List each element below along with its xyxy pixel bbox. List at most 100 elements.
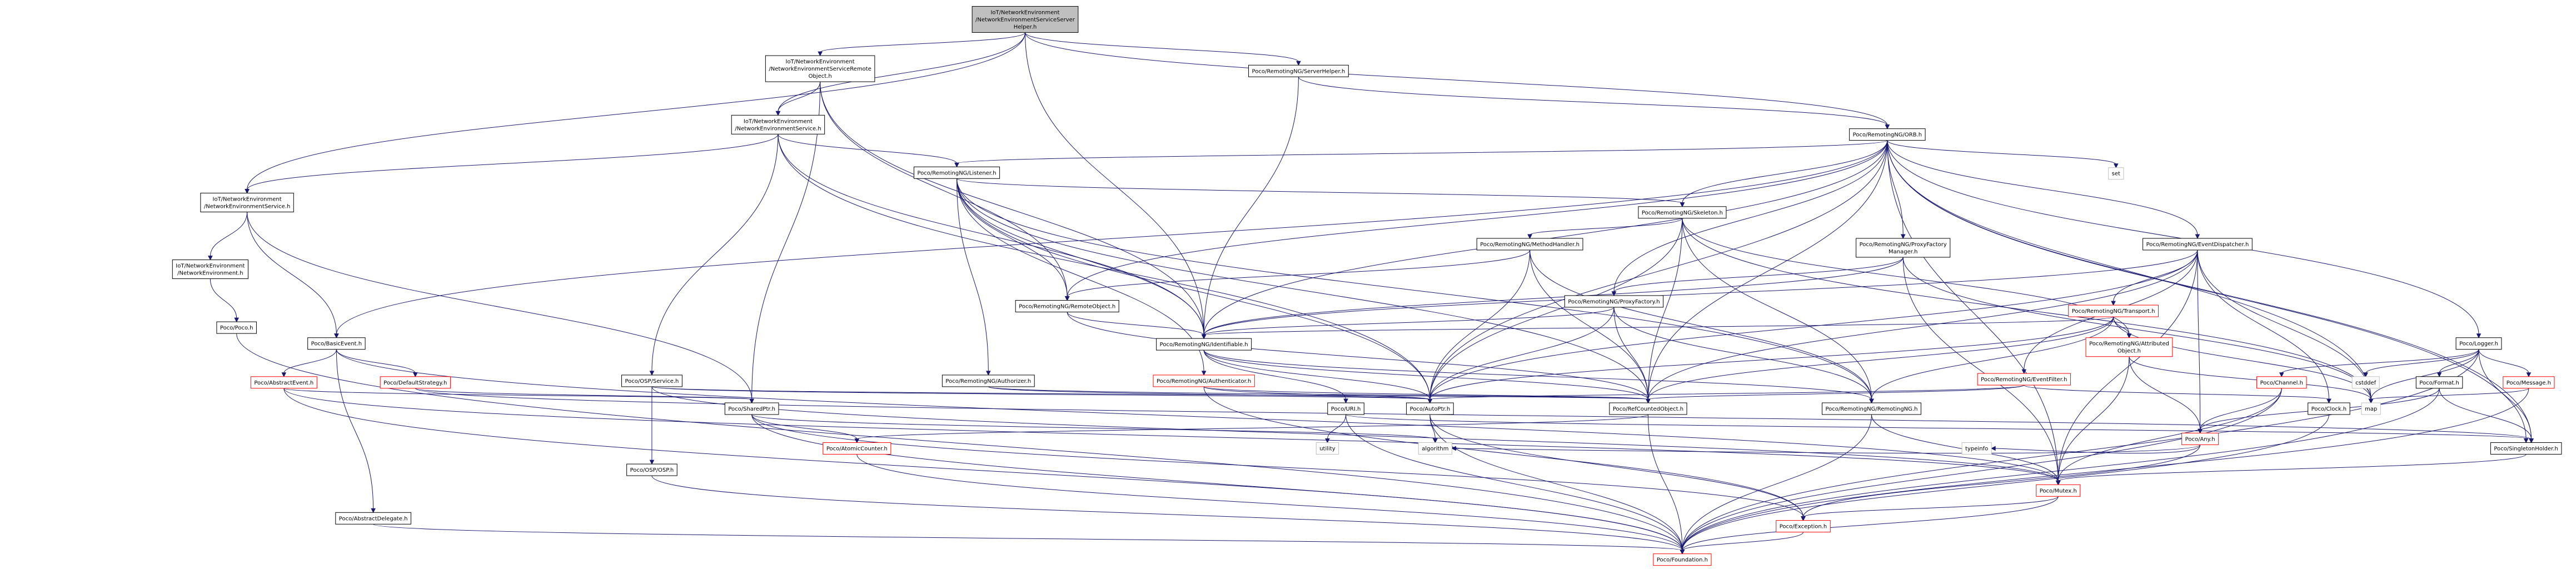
edge-authenticator-to-refcounted xyxy=(1203,386,1648,400)
edge-transport-to-attributed xyxy=(2113,317,2130,335)
edge-eventdispatcher-to-mutex xyxy=(2057,249,2198,482)
node-sharedptr[interactable]: Poco/SharedPtr.h xyxy=(724,402,779,415)
node-transport[interactable]: Poco/RemotingNG/Transport.h xyxy=(2068,305,2159,317)
node-refcounted[interactable]: Poco/RefCountedObject.h xyxy=(1609,402,1687,415)
edge-arrowhead xyxy=(334,333,339,338)
node-message[interactable]: Poco/Message.h xyxy=(2503,376,2555,389)
edge-orb-to-autoptr xyxy=(1429,140,1888,400)
edge-arrowhead xyxy=(818,51,823,57)
node-ne[interactable]: IoT/NetworkEnvironment/NetworkEnvironmen… xyxy=(172,259,248,279)
node-box xyxy=(2415,376,2463,389)
node-label: algorithm xyxy=(1422,446,1448,452)
node-basicevent[interactable]: Poco/BasicEvent.h xyxy=(307,337,366,350)
node-skeleton[interactable]: Poco/RemotingNG/Skeleton.h xyxy=(1638,206,1727,219)
node-eventdispatcher[interactable]: Poco/RemotingNG/EventDispatcher.h xyxy=(2142,238,2253,251)
node-set[interactable]: set xyxy=(2108,167,2124,180)
node-cstddef[interactable]: cstddef xyxy=(2351,376,2380,389)
edge-arrowhead xyxy=(1991,446,1996,451)
node-eventfilter[interactable]: Poco/RemotingNG/EventFilter.h xyxy=(1977,373,2071,386)
edge-root-to-remoteobj xyxy=(820,32,1026,53)
node-methodhandler[interactable]: Poco/RemotingNG/MethodHandler.h xyxy=(1476,238,1583,251)
edge-arrowhead xyxy=(2279,372,2284,377)
edge-orb-to-eventdispatcher xyxy=(1887,140,2198,235)
node-serverhelper[interactable]: Poco/RemotingNG/ServerHelper.h xyxy=(1248,64,1349,77)
edge-arrowhead xyxy=(2114,163,2119,168)
node-uri[interactable]: Poco/URI.h xyxy=(1327,402,1364,415)
node-osp[interactable]: Poco/OSP/OSP.h xyxy=(626,463,677,476)
edge-arrowhead xyxy=(986,371,991,376)
node-utility[interactable]: utility xyxy=(1316,442,1339,455)
edge-defaultstrategy-to-sharedptr xyxy=(415,388,753,400)
node-box xyxy=(335,512,411,525)
node-box xyxy=(2085,337,2173,357)
node-nes[interactable]: IoT/NetworkEnvironment/NetworkEnvironmen… xyxy=(200,192,294,212)
edge-channel-to-mutex xyxy=(2057,388,2282,482)
node-label: IoT/NetworkEnvironment xyxy=(990,9,1059,16)
edge-logger-to-format xyxy=(2439,349,2479,373)
node-algorithm[interactable]: algorithm xyxy=(1418,442,1452,455)
edge-arrowhead xyxy=(371,508,376,513)
node-any[interactable]: Poco/Any.h xyxy=(2181,432,2219,445)
node-remoteobj[interactable]: IoT/NetworkEnvironment/NetworkEnvironmen… xyxy=(765,55,875,82)
node-map[interactable]: map xyxy=(2361,402,2381,415)
node-foundation[interactable]: Poco/Foundation.h xyxy=(1653,553,1712,566)
node-orb[interactable]: Poco/RemotingNG/ORB.h xyxy=(1849,128,1926,141)
edge-serverhelper-to-identifiable xyxy=(1203,77,1299,336)
node-authorizer[interactable]: Poco/RemotingNG/Authorizer.h xyxy=(941,375,1035,387)
edge-arrowhead xyxy=(412,372,418,377)
node-label: Poco/Mutex.h xyxy=(2040,488,2077,494)
node-servicepre[interactable]: IoT/NetworkEnvironment/NetworkEnvironmen… xyxy=(731,114,825,134)
node-label: Poco/Exception.h xyxy=(1780,524,1827,530)
node-autoptr[interactable]: Poco/AutoPtr.h xyxy=(1406,402,1454,415)
node-label: Poco/RemotingNG/ServerHelper.h xyxy=(1252,68,1346,74)
edge-message-to-map xyxy=(2370,388,2529,400)
node-label: Poco/RemotingNG/ORB.h xyxy=(1853,132,1922,138)
edge-arrowhead xyxy=(281,372,287,377)
edge-listener-to-authorizer xyxy=(956,178,989,372)
node-osgiservice[interactable]: Poco/OSP/Service.h xyxy=(621,375,682,387)
edge-arrowhead xyxy=(2523,438,2529,443)
node-defaultstrategy[interactable]: Poco/DefaultStrategy.h xyxy=(380,376,451,389)
edge-singleton-to-mutex xyxy=(2057,454,2527,482)
edge-skeleton-to-autoptr xyxy=(1429,218,1683,400)
node-logger[interactable]: Poco/Logger.h xyxy=(2455,337,2502,350)
node-abstractdelegate[interactable]: Poco/AbstractDelegate.h xyxy=(335,512,411,525)
edge-orb-to-map xyxy=(1887,140,2371,400)
node-label: Object.h xyxy=(809,73,832,79)
node-label: Poco/AbstractEvent.h xyxy=(254,380,313,386)
node-channel[interactable]: Poco/Channel.h xyxy=(2256,376,2307,389)
node-typeinfo[interactable]: typeinfo xyxy=(1961,442,1992,455)
node-remoteobject[interactable]: Poco/RemotingNG/RemoteObject.h xyxy=(1015,300,1119,313)
edge-logger-to-cstddef xyxy=(2365,349,2479,374)
node-root[interactable]: IoT/NetworkEnvironment/NetworkEnvironmen… xyxy=(971,6,1079,33)
node-label: Poco/Logger.h xyxy=(2459,341,2498,347)
node-exception[interactable]: Poco/Exception.h xyxy=(1776,520,1831,533)
node-abstractevent[interactable]: Poco/AbstractEvent.h xyxy=(250,376,317,389)
node-remotingng[interactable]: Poco/RemotingNG/RemotingNG.h xyxy=(1822,402,1921,415)
node-label: Poco/Channel.h xyxy=(2260,380,2303,386)
node-box xyxy=(765,55,875,82)
node-poco[interactable]: Poco/Poco.h xyxy=(216,321,257,334)
node-mutex[interactable]: Poco/Mutex.h xyxy=(2036,484,2081,497)
node-singleton[interactable]: Poco/SingletonHolder.h xyxy=(2490,442,2562,455)
node-box xyxy=(1316,442,1339,455)
node-proxyfactory[interactable]: Poco/RemotingNG/ProxyFactory.h xyxy=(1564,295,1664,308)
edge-authorizer-to-refcounted xyxy=(988,386,1648,400)
node-label: Poco/AutoPtr.h xyxy=(1410,406,1451,412)
edge-orb-to-listener xyxy=(956,140,1888,164)
node-clock[interactable]: Poco/Clock.h xyxy=(2308,402,2350,415)
node-format[interactable]: Poco/Format.h xyxy=(2415,376,2463,389)
node-identifiable[interactable]: Poco/RemotingNG/Identifiable.h xyxy=(1156,338,1252,351)
node-authenticator[interactable]: Poco/RemotingNG/Authenticator.h xyxy=(1153,375,1255,387)
node-box xyxy=(172,259,248,279)
edge-sharedptr-to-exception xyxy=(751,414,1803,517)
node-atomiccounter[interactable]: Poco/AtomicCounter.h xyxy=(823,442,891,455)
edge-osgiservice-to-refcounted xyxy=(651,386,1648,400)
edge-proxyfactory-to-remotingng xyxy=(1613,307,1872,400)
node-listener[interactable]: Poco/RemotingNG/Listener.h xyxy=(914,166,1000,179)
edge-attributed-to-map xyxy=(2129,356,2371,400)
edge-proxyfactory-to-refcounted xyxy=(1613,307,1648,400)
node-label: utility xyxy=(1319,446,1336,452)
